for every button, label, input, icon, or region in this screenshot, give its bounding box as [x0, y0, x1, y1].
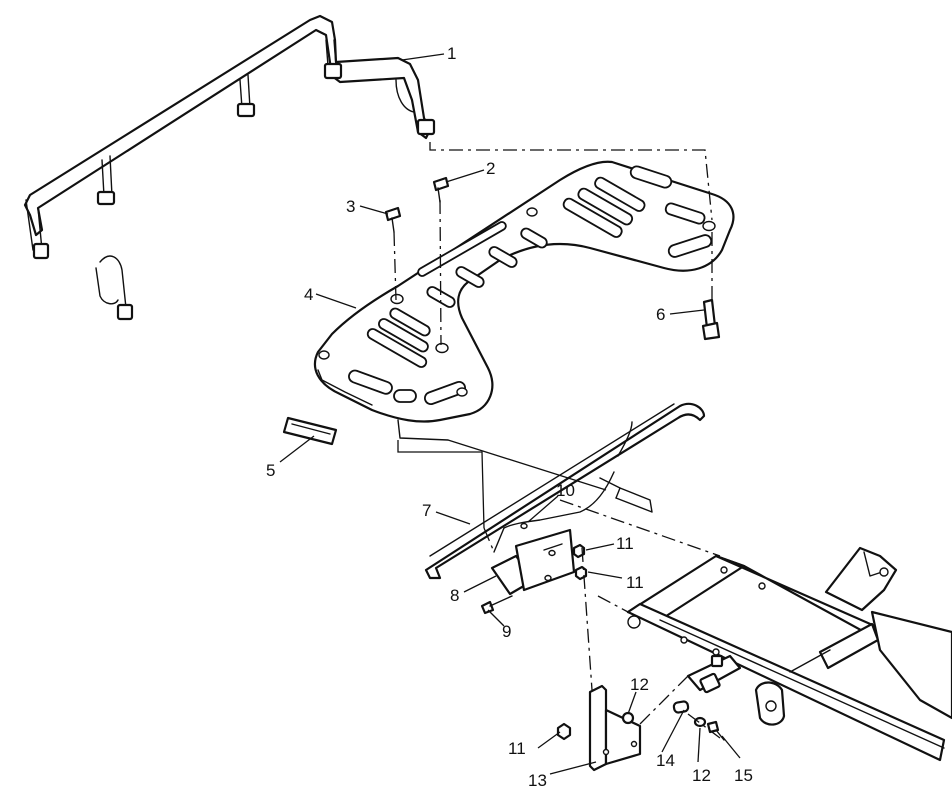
leader-lines	[279, 53, 741, 775]
bolt-9	[480, 595, 513, 615]
pin-14	[672, 700, 690, 714]
callout-12-upper: 12	[630, 675, 649, 694]
callout-13: 13	[528, 771, 547, 790]
rack-platform	[313, 160, 735, 441]
callout-8: 8	[450, 586, 459, 605]
callout-11-lower: 11	[508, 739, 526, 758]
callout-6: 6	[656, 305, 665, 324]
rear-bracket	[424, 402, 706, 580]
callout-11-middle: 11	[626, 573, 644, 592]
callout-14: 14	[656, 751, 675, 770]
callout-1: 1	[447, 44, 456, 63]
callout-11-upper: 11	[616, 534, 634, 553]
callout-12-lower: 12	[692, 766, 711, 785]
callout-4: 4	[304, 285, 313, 304]
bolt-6	[701, 298, 721, 341]
upright-bracket-13	[588, 684, 642, 772]
callout-2: 2	[486, 159, 495, 178]
screw-3	[384, 206, 402, 233]
screw-2	[432, 176, 450, 203]
callout-15: 15	[734, 766, 753, 785]
nuts-11	[556, 543, 588, 741]
callout-labels: 1 2 3 4 5 6 7 8 9 10 11 11 11 12 12 13 1…	[266, 44, 753, 790]
callout-9: 9	[502, 622, 511, 641]
assembly-lines	[393, 142, 721, 739]
callout-3: 3	[346, 197, 355, 216]
callout-7: 7	[422, 501, 431, 520]
washer-12	[621, 711, 707, 728]
screw-15	[706, 720, 725, 741]
plate-8	[490, 528, 576, 596]
callout-5: 5	[266, 461, 275, 480]
reflector-5	[282, 416, 338, 446]
rack-rail	[23, 14, 436, 321]
callout-10: 10	[556, 481, 575, 500]
vehicle-frame	[626, 546, 952, 762]
